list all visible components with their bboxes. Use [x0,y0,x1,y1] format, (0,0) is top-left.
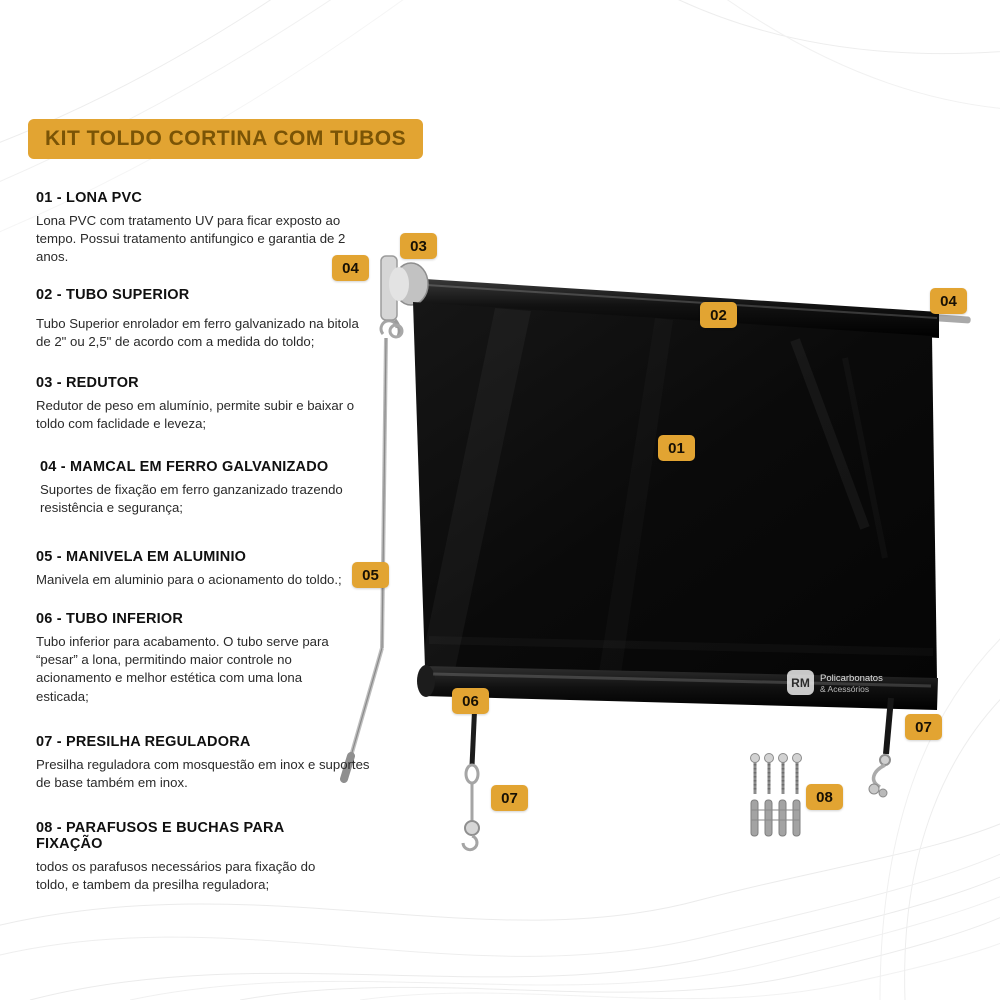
callout-badge-02: 02 [700,302,737,328]
brand-line1: Policarbonatos [820,673,883,684]
section-heading: 03 - REDUTOR [36,375,139,391]
section-redutor: 03 - REDUTOR Redutor de peso em alumínio… [36,375,372,433]
callout-badge-06: 06 [452,688,489,714]
screws-and-anchors-graphic [750,753,802,837]
callout-badge-04-left: 04 [332,255,369,281]
section-tubo-superior: 02 - TUBO SUPERIOR Tubo Superior enrolad… [36,287,372,351]
brand-line2: & Acessórios [820,684,869,694]
canvas-lona-graphic [413,302,937,680]
section-mamcal: 04 - MAMCAL EM FERRO GALVANIZADO Suporte… [36,459,376,517]
section-lona-pvc: 01 - LONA PVC Lona PVC com tratamento UV… [36,190,372,267]
section-tubo-inferior: 06 - TUBO INFERIOR Tubo inferior para ac… [36,611,356,706]
callout-badge-05: 05 [352,562,389,588]
section-heading: 08 - PARAFUSOS E BUCHAS PARA FIXAÇÃO [36,820,284,852]
section-body: Manivela em aluminio para o acionamento … [36,572,342,587]
section-heading: 05 - MANIVELA EM ALUMINIO [36,549,247,565]
section-body: Suportes de fixação em ferro ganzanizado… [40,482,343,516]
section-presilha-reguladora: 07 - PRESILHA REGULADORA Presilha regula… [36,734,372,792]
section-parafusos-buchas: 08 - PARAFUSOS E BUCHAS PARA FIXAÇÃO tod… [36,820,336,894]
section-body: Presilha reguladora com mosquestão em in… [36,757,370,791]
crank-handle-manivela-graphic [340,319,399,783]
awning-kit-illustration: RM Policarbonatos & Acessórios [340,255,971,852]
section-heading: 07 - PRESILHA REGULADORA [36,734,251,750]
reducer-end-cap-graphic [380,255,429,339]
section-body: Tubo Superior enrolador em ferro galvani… [36,316,359,350]
callout-badge-01: 01 [658,435,695,461]
section-body: Tubo inferior para acabamento. O tubo se… [36,634,329,704]
top-tube-graphic [409,278,971,338]
section-manivela: 05 - MANIVELA EM ALUMINIO Manivela em al… [36,549,372,589]
page-title: KIT TOLDO CORTINA COM TUBOS [28,119,424,159]
callout-badge-07-right: 07 [905,714,942,740]
callout-badge-04-right: 04 [930,288,967,314]
section-body: Lona PVC com tratamento UV para ficar ex… [36,213,346,265]
callout-badge-07-left: 07 [491,785,528,811]
section-body: todos os parafusos necessários para fixa… [36,859,316,893]
left-presilha-hook-graphic [461,699,480,852]
callout-badge-08: 08 [806,784,843,810]
section-heading: 04 - MAMCAL EM FERRO GALVANIZADO [40,459,329,475]
section-heading: 06 - TUBO INFERIOR [36,611,183,627]
right-presilha-hook-graphic [868,697,894,798]
brand-abbr: RM [791,676,810,690]
brand-logo: RM Policarbonatos & Acessórios [787,670,883,695]
section-heading: 01 - LONA PVC [36,190,142,206]
callout-badge-03: 03 [400,233,437,259]
section-heading: 02 - TUBO SUPERIOR [36,287,190,303]
section-body: Redutor de peso em alumínio, permite sub… [36,398,355,432]
